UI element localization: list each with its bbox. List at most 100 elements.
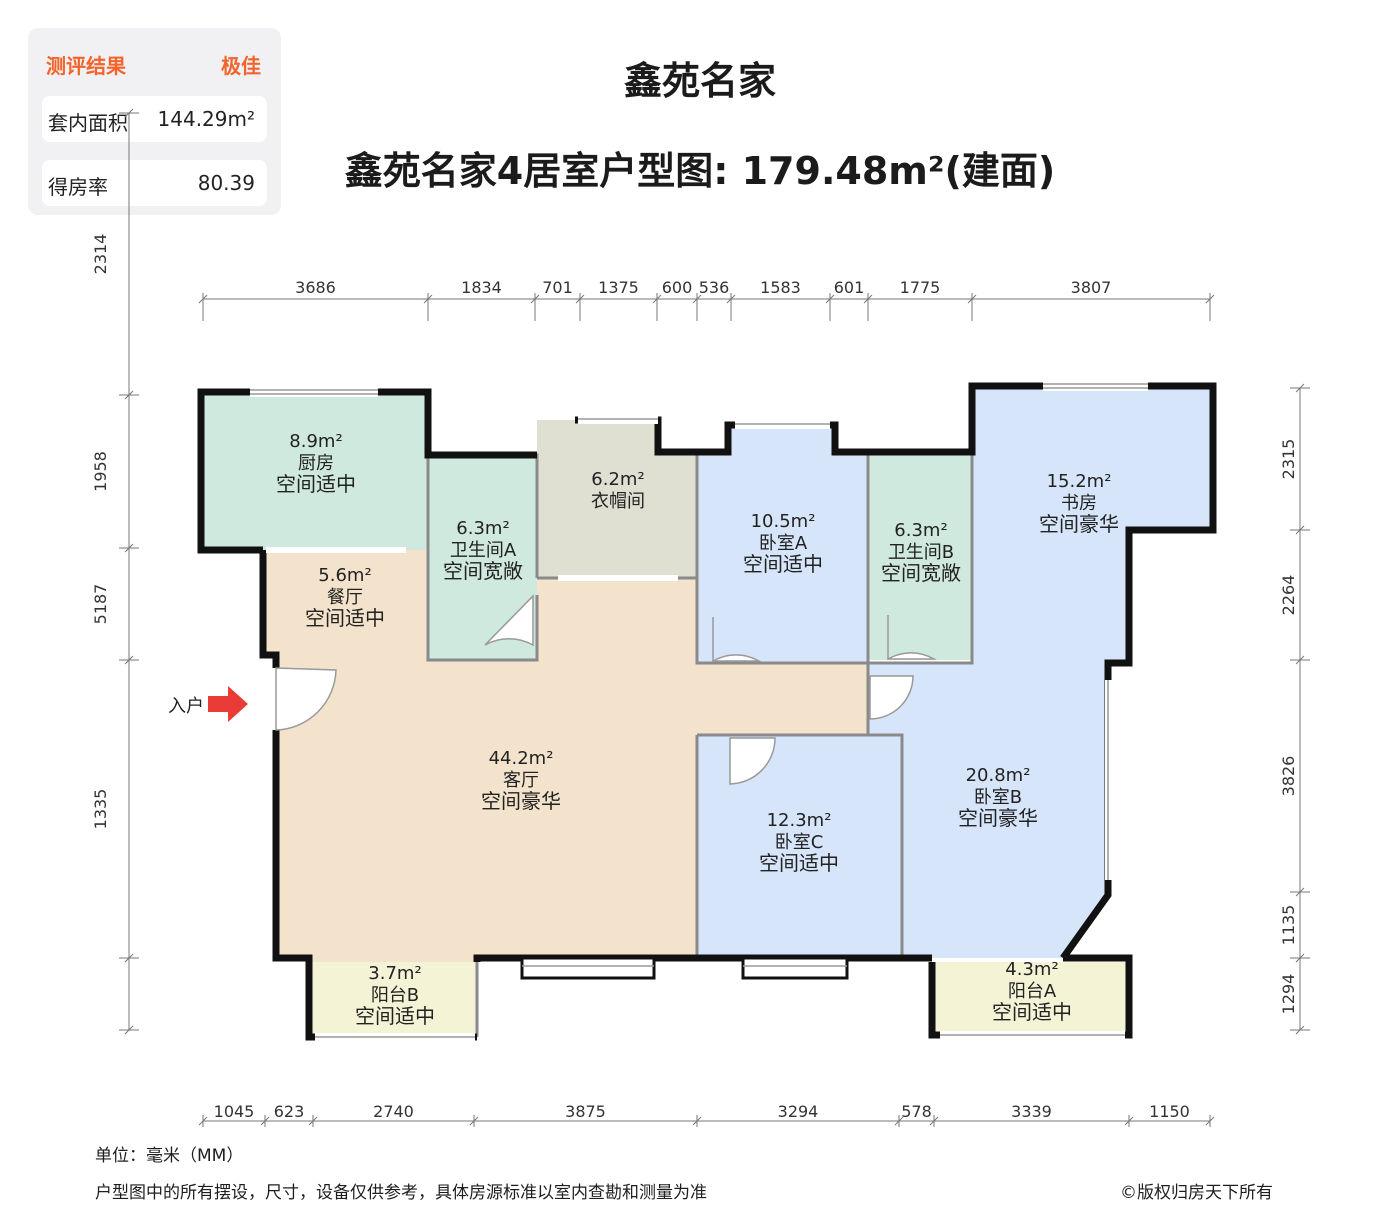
- kitchen-name-label: 厨房: [298, 453, 334, 474]
- dining-living-area: [263, 550, 868, 962]
- page-title: 鑫苑名家: [623, 59, 776, 103]
- kitchen-area: [201, 392, 428, 550]
- bedroom-c-area: [697, 735, 902, 958]
- bedroom-b-quality-label: 空间豪华: [958, 806, 1038, 830]
- dimension-right-1: 2264: [1279, 575, 1298, 616]
- dimension-top-5: 536: [699, 278, 730, 297]
- floor-plan-subtitle: 鑫苑名家4居室户型图: 179.48m²(建面): [344, 149, 1056, 193]
- windows: [250, 381, 1148, 1041]
- evaluation-rating: 极佳: [221, 54, 261, 78]
- dimension-bottom-4: 3294: [778, 1102, 819, 1121]
- dimension-top-7: 601: [834, 278, 865, 297]
- study-window: [1043, 381, 1148, 391]
- dimension-top-3: 1375: [598, 278, 639, 297]
- entry-label: 入户: [168, 696, 204, 717]
- study-name-label: 书房: [1061, 493, 1097, 514]
- inner-area-value: 144.29m²: [157, 107, 255, 131]
- bedroom-c-bay-window: [741, 956, 849, 980]
- balcony-a-name-label: 阳台A: [1008, 981, 1057, 1002]
- bath-b-area: [868, 455, 972, 660]
- bath-a-name-label: 卫生间A: [450, 540, 517, 561]
- bath-b-quality-label: 空间宽敞: [881, 561, 961, 585]
- bedroom-c-name-label: 卧室C: [775, 832, 824, 853]
- entry-marker: 入户: [168, 686, 248, 722]
- dimension-right-2: 3826: [1279, 756, 1298, 797]
- dimension-left-3: 1335: [91, 789, 110, 830]
- cloakroom-opening: [558, 575, 678, 581]
- balcony-a-quality-label: 空间适中: [992, 1000, 1072, 1024]
- dining-area-label: 5.6m²: [318, 565, 371, 586]
- evaluation-header: 测评结果 极佳: [46, 50, 261, 78]
- bedroom-a-quality-label: 空间适中: [743, 552, 823, 576]
- dimension-left-0: 2314: [91, 234, 110, 275]
- dimension-left-1: 1958: [91, 451, 110, 492]
- bedroom-a-area-label: 10.5m²: [751, 511, 816, 532]
- dining-quality-label: 空间适中: [305, 606, 385, 630]
- entry-arrow-icon: [208, 686, 248, 722]
- bath-a-area-label: 6.3m²: [456, 518, 509, 539]
- study-area-label: 15.2m²: [1047, 471, 1112, 492]
- dimension-top-9: 3807: [1071, 278, 1112, 297]
- cloakroom-area-label: 6.2m²: [591, 469, 644, 490]
- bedroom-c-door: [729, 737, 776, 785]
- balcony-b-quality-label: 空间适中: [355, 1004, 435, 1028]
- unit-note: 单位：毫米（MM）: [95, 1146, 244, 1166]
- room-labels: 8.9m²厨房空间适中6.3m²卫生间A空间宽敞6.2m²衣帽间10.5m²卧室…: [276, 431, 1119, 1028]
- dimension-top-8: 1775: [900, 278, 941, 297]
- efficiency-row: 得房率 80.39: [42, 160, 267, 206]
- kitchen-area-label: 8.9m²: [289, 431, 342, 452]
- evaluation-header-label: 测评结果: [46, 54, 126, 78]
- evaluation-card: 测评结果 极佳 套内面积 144.29m² 得房率 80.39: [28, 28, 281, 215]
- kitchen-window: [250, 387, 378, 397]
- dimension-top-6: 1583: [760, 278, 801, 297]
- bedroom-c-quality-label: 空间适中: [759, 851, 839, 875]
- bedroom-b-door: [869, 675, 914, 720]
- dimension-top-1: 1834: [461, 278, 502, 297]
- bath-b-door: [887, 615, 937, 661]
- inner-area-row: 套内面积 144.29m²: [42, 96, 267, 142]
- living-bay-window: [520, 956, 656, 980]
- dimension-right-0: 2315: [1279, 439, 1298, 480]
- bath-a-quality-label: 空间宽敞: [443, 559, 523, 583]
- balcony-b-name-label: 阳台B: [371, 985, 419, 1006]
- dimension-lines: [119, 108, 1310, 1127]
- kitchen-quality-label: 空间适中: [276, 472, 356, 496]
- dimension-top-2: 701: [542, 278, 573, 297]
- cloakroom-area: [537, 420, 697, 578]
- dimension-bottom-7: 1150: [1149, 1102, 1190, 1121]
- balcony-b-area: [309, 962, 477, 1037]
- efficiency-value: 80.39: [197, 171, 255, 195]
- living-name-label: 客厅: [503, 770, 539, 791]
- efficiency-label: 得房率: [48, 175, 108, 199]
- dimension-bottom-6: 3339: [1011, 1102, 1052, 1121]
- dining-name-label: 餐厅: [327, 587, 363, 608]
- bedroom-a-door: [712, 617, 762, 663]
- dimension-right-3: 1135: [1279, 905, 1298, 946]
- entry-door: [275, 667, 337, 731]
- bedroom-a-area: [697, 425, 868, 663]
- inner-area-label: 套内面积: [48, 111, 128, 135]
- kitchen-opening: [266, 547, 406, 553]
- dimension-bottom-1: 623: [274, 1102, 305, 1121]
- bedroom-a-name-label: 卧室A: [759, 533, 808, 554]
- living-quality-label: 空间豪华: [481, 789, 561, 813]
- dimension-right-4: 1294: [1279, 974, 1298, 1015]
- balcony-a-area-label: 4.3m²: [1005, 959, 1058, 980]
- living-area-label: 44.2m²: [489, 748, 554, 769]
- copyright: ©版权归房天下所有: [1120, 1183, 1273, 1203]
- bath-a-area: [428, 455, 537, 660]
- study-quality-label: 空间豪华: [1039, 512, 1119, 536]
- balcony-a-area: [932, 962, 1129, 1035]
- dimension-bottom-0: 1045: [214, 1102, 255, 1121]
- bath-b-area-label: 6.3m²: [894, 520, 947, 541]
- bath-b-name-label: 卫生间B: [888, 542, 954, 563]
- balcony-b-area-label: 3.7m²: [368, 963, 421, 984]
- dimension-bottom-3: 3875: [565, 1102, 606, 1121]
- bedroom-b-area-label: 20.8m²: [966, 765, 1031, 786]
- dimension-bottom-2: 2740: [373, 1102, 414, 1121]
- dimension-left-2: 5187: [91, 584, 110, 625]
- doors: [275, 594, 937, 785]
- disclaimer: 户型图中的所有摆设，尺寸，设备仅供参考，具体房源标准以室内查勘和测量为准: [95, 1183, 707, 1203]
